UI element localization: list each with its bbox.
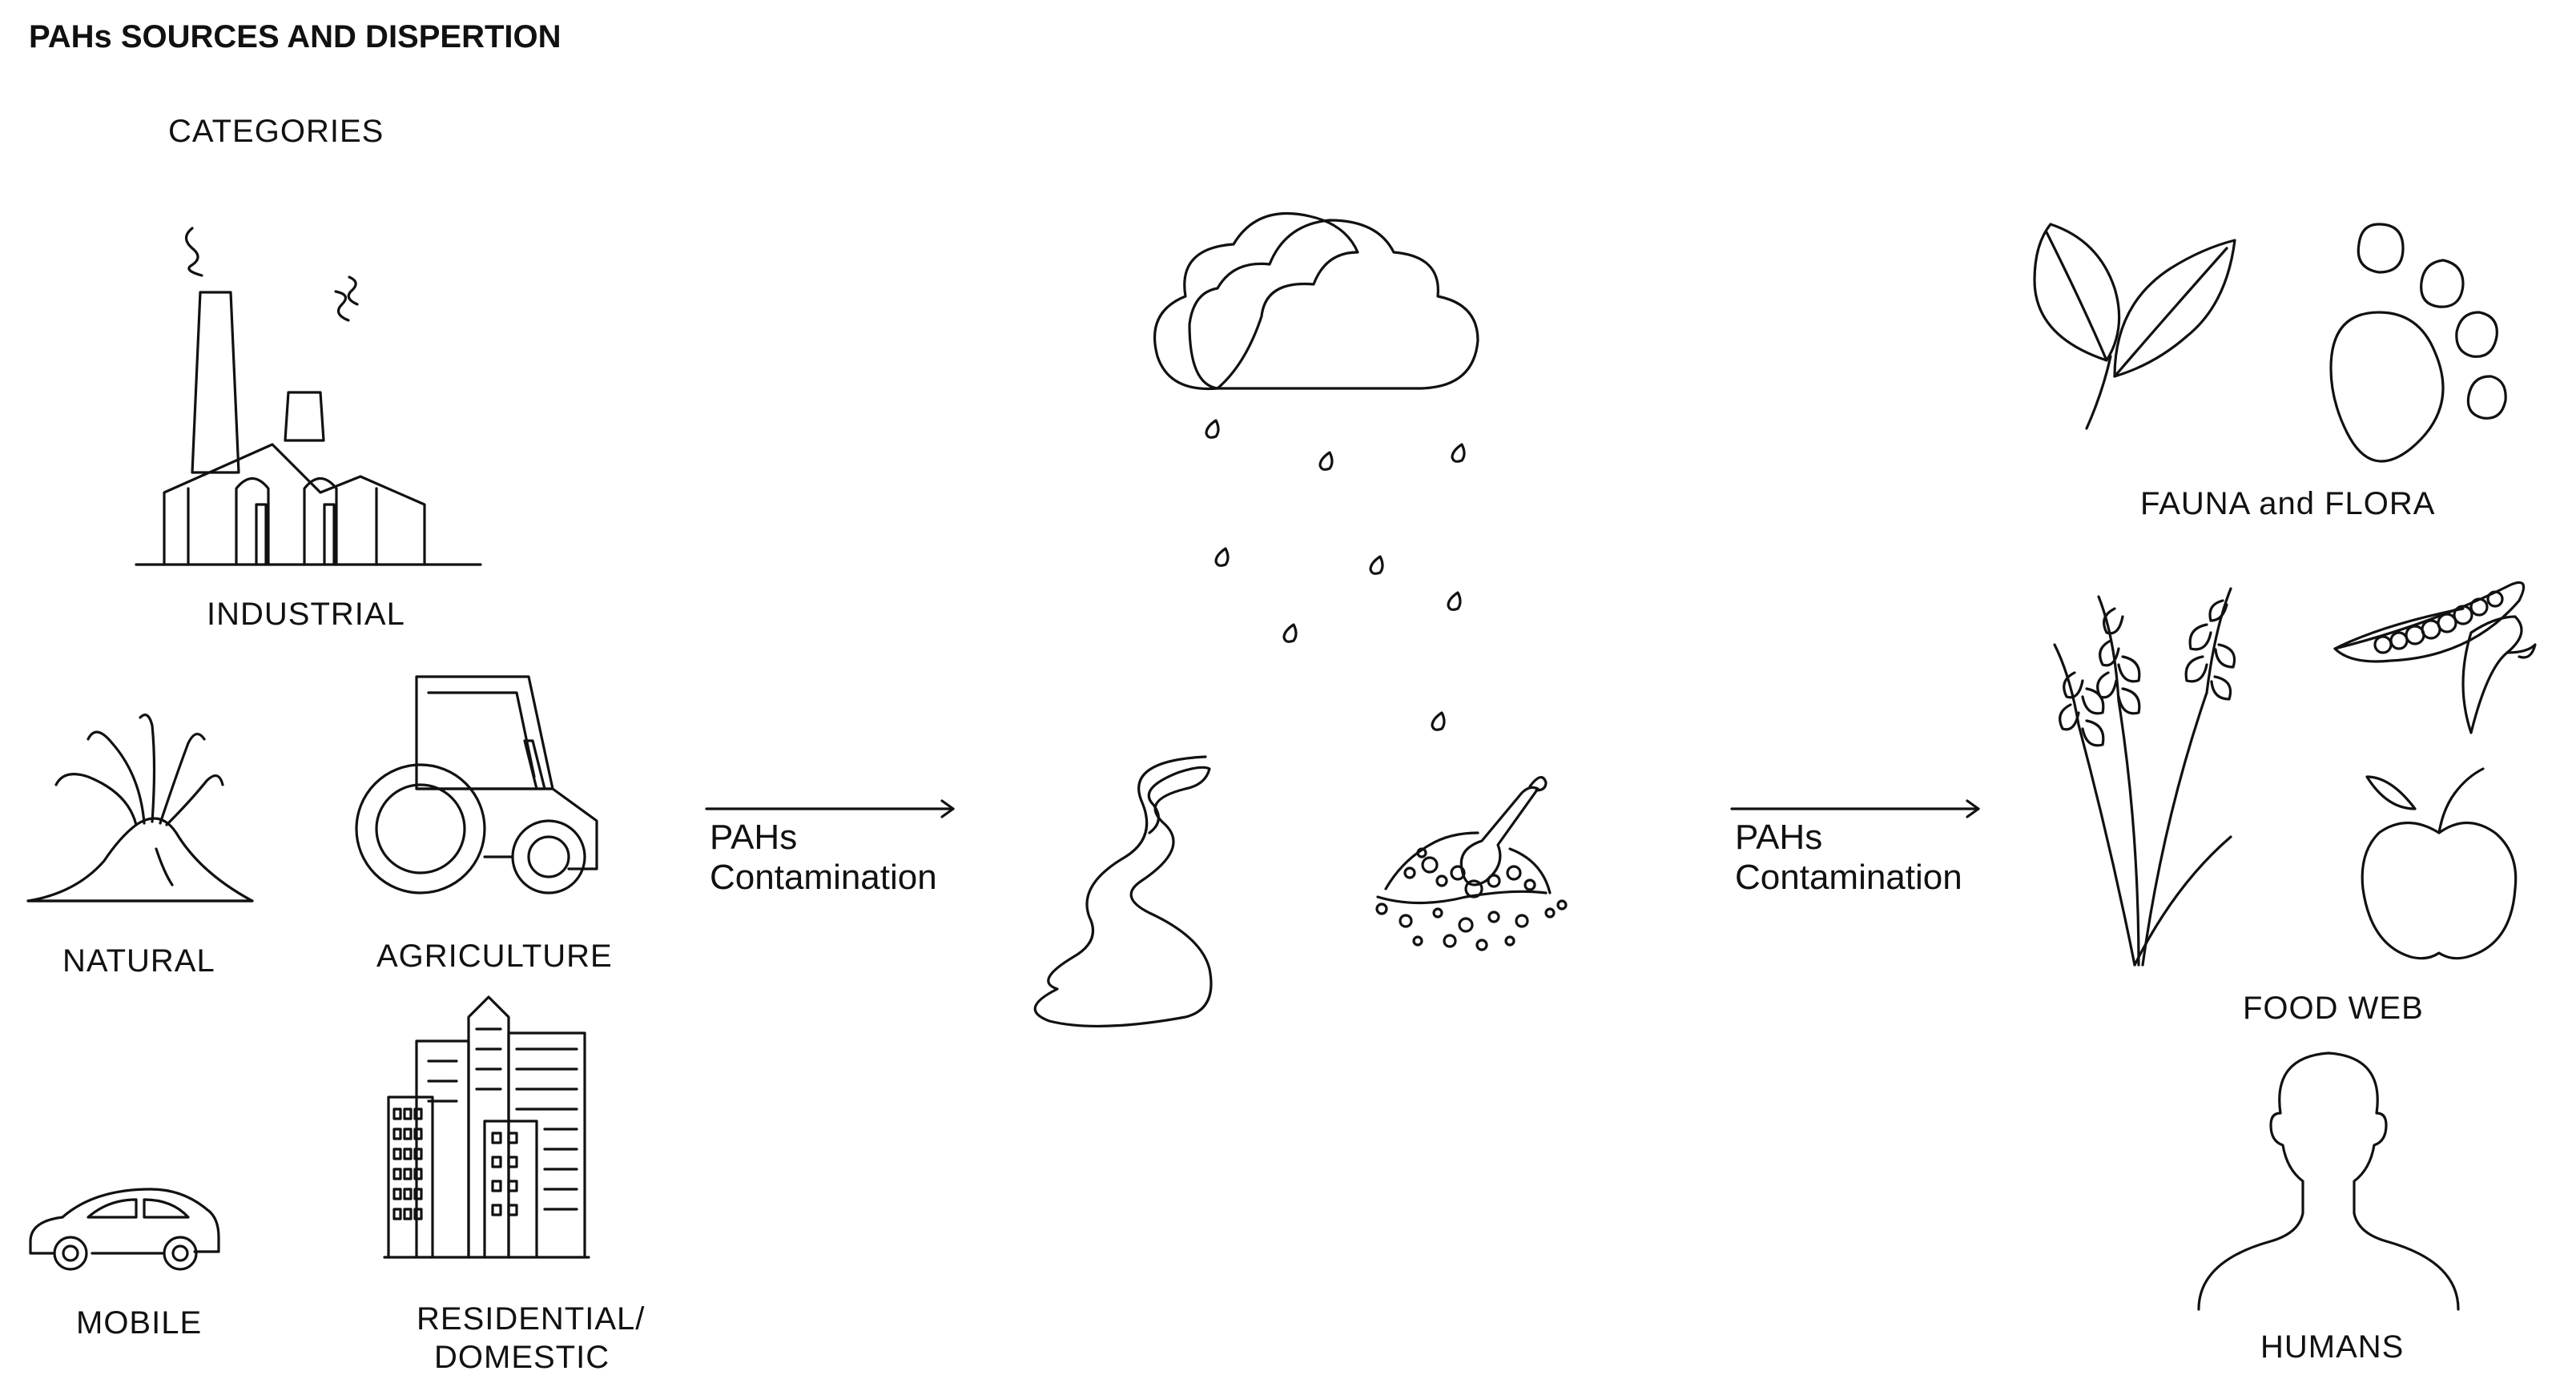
apple-icon bbox=[2361, 767, 2518, 960]
fauna-flora-label: FAUNA and FLORA bbox=[2140, 486, 2436, 521]
car-icon bbox=[29, 1188, 220, 1271]
paw-icon bbox=[2329, 223, 2507, 463]
humans-label: HUMANS bbox=[2260, 1329, 2405, 1365]
tractor-icon bbox=[355, 675, 598, 895]
factory-icon bbox=[135, 227, 482, 566]
diagram-title: PAHs SOURCES AND DISPERTION bbox=[29, 19, 561, 54]
wheat-icon bbox=[2053, 587, 2236, 967]
residential-label-line2: DOMESTIC bbox=[434, 1340, 610, 1375]
arrow2-label-line1: PAHs bbox=[1735, 818, 1823, 857]
arrow1-label-line1: PAHs bbox=[710, 818, 798, 857]
pea-pod-icon bbox=[2333, 581, 2537, 734]
river-icon bbox=[1033, 755, 1213, 1028]
residential-label-line1: RESIDENTIAL/ bbox=[417, 1301, 646, 1337]
mobile-label: MOBILE bbox=[76, 1305, 203, 1341]
human-head-icon bbox=[2197, 1051, 2460, 1311]
industrial-label: INDUSTRIAL bbox=[207, 597, 405, 632]
arrow2-label-line2: Contamination bbox=[1735, 858, 1962, 897]
leaves-icon bbox=[2033, 223, 2236, 430]
agriculture-label: AGRICULTURE bbox=[376, 939, 613, 974]
natural-label: NATURAL bbox=[62, 943, 215, 979]
buildings-icon bbox=[383, 995, 590, 1259]
arrow1-label-line2: Contamination bbox=[710, 858, 937, 897]
arrow-right-1 bbox=[705, 799, 955, 818]
categories-heading: CATEGORIES bbox=[168, 114, 384, 149]
rain-cloud-icon bbox=[1153, 212, 1479, 731]
soil-shovel-icon bbox=[1375, 776, 1568, 951]
volcano-icon bbox=[26, 714, 254, 903]
food-web-label: FOOD WEB bbox=[2243, 991, 2424, 1026]
arrow-right-2 bbox=[1730, 799, 1980, 818]
